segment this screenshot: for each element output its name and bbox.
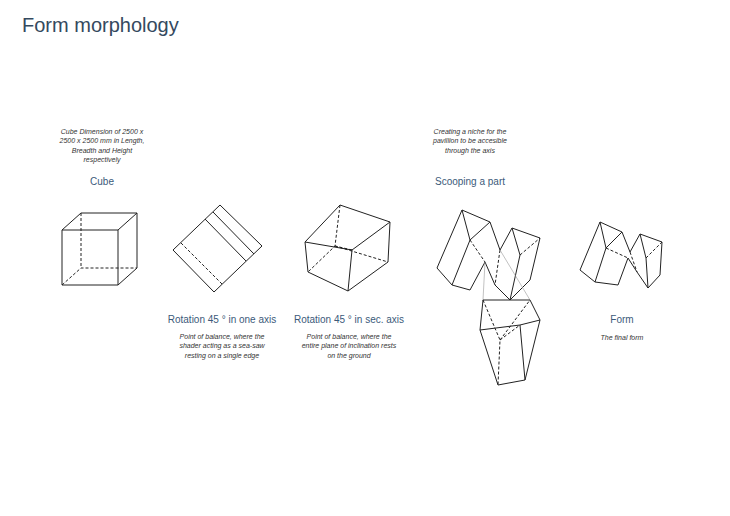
step-note: Point of balance, where the entire plane… bbox=[301, 332, 397, 360]
step-note: Point of balance, where the shader actin… bbox=[170, 332, 274, 360]
final-form-drawing bbox=[580, 222, 662, 288]
step-note: The final form bbox=[577, 333, 667, 342]
step-heading: Rotation 45 ° in one axis bbox=[152, 314, 292, 325]
step-heading: Form bbox=[577, 314, 667, 325]
scooped-form-drawing bbox=[437, 210, 540, 385]
dimension-note: Cube Dimension of 2500 x 2500 x 2500 mm … bbox=[59, 127, 145, 165]
step-note: Creating a niche for the pavillion to be… bbox=[422, 127, 518, 155]
page-title: Form morphology bbox=[22, 14, 179, 37]
rotated-cube-two-axes bbox=[305, 205, 390, 291]
cube-drawing bbox=[62, 213, 137, 285]
rotated-cube-one-axis bbox=[173, 205, 262, 292]
step-heading: Rotation 45 ° in sec. axis bbox=[279, 314, 419, 325]
step-heading: Cube bbox=[57, 176, 147, 187]
step-heading: Scooping a part bbox=[415, 176, 525, 187]
